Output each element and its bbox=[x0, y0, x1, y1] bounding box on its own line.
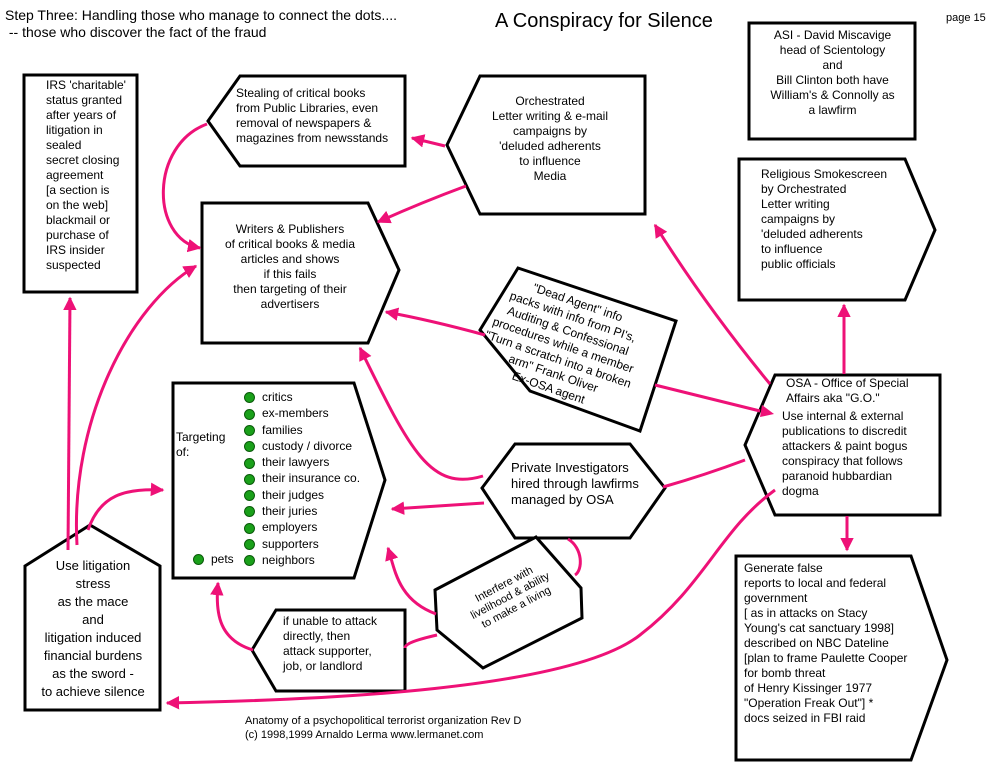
arrow-stealing-to-writers bbox=[161, 122, 208, 253]
bullet-icon bbox=[244, 392, 255, 404]
asi-box-shape bbox=[747, 21, 917, 141]
target-item: their juries bbox=[244, 503, 360, 519]
target-item: families bbox=[244, 422, 360, 438]
target-item: neighbors bbox=[244, 552, 360, 568]
osa-body-text: Use internal & external publications to … bbox=[782, 409, 908, 498]
bullet-icon bbox=[244, 506, 255, 518]
arrow-litigation-to-targeting bbox=[86, 482, 165, 531]
target-item: custody / divorce bbox=[244, 438, 360, 454]
generate-box-text: Generate false reports to local and fede… bbox=[744, 561, 908, 725]
target-item: critics bbox=[244, 389, 360, 405]
arrow-litigation-to-irs bbox=[63, 296, 77, 551]
bullet-icon bbox=[244, 473, 255, 485]
writers-box-shape bbox=[200, 201, 401, 345]
religious-box-text: Religious Smokescreen by Orchestrated Le… bbox=[761, 167, 888, 271]
arrow-litigation-to-writers bbox=[74, 264, 198, 546]
private-inv-box-shape bbox=[480, 442, 667, 540]
page-title: A Conspiracy for Silence bbox=[495, 10, 713, 32]
bullet-icon bbox=[244, 490, 255, 502]
arrow-orchestrated-to-stealing bbox=[410, 134, 446, 148]
stealing-box-text: Stealing of critical books from Public L… bbox=[236, 86, 389, 145]
litigation-box-shape bbox=[23, 523, 162, 712]
page-number: page 15 bbox=[946, 12, 986, 24]
bullet-icon bbox=[193, 554, 204, 566]
bullet-icon bbox=[244, 539, 255, 550]
private-investigators-text: Private Investigators hired through lawf… bbox=[511, 460, 639, 507]
if-unable-box-text: if unable to attack directly, then attac… bbox=[283, 614, 378, 673]
arrow-if-unable-to-targeting bbox=[210, 581, 254, 652]
footer-credit: Anatomy of a psychopolitical terrorist o… bbox=[245, 715, 522, 741]
bullet-icon bbox=[244, 408, 255, 420]
line-dead-agent-to-osa bbox=[654, 383, 761, 413]
arrow-private-inv-to-writers bbox=[358, 346, 484, 481]
orchestrated-media-box-text: Orchestrated Letter writing & e-mail cam… bbox=[491, 94, 609, 183]
interfere-box-shape bbox=[433, 535, 584, 670]
target-item: their lawyers bbox=[244, 454, 360, 470]
step-heading: Step Three: Handling those who manage to… bbox=[5, 7, 397, 40]
bullet-icon bbox=[244, 457, 255, 469]
targeting-label: Targeting of: bbox=[176, 430, 226, 459]
bullet-icon bbox=[244, 522, 255, 534]
targeting-box-shape bbox=[171, 381, 387, 580]
arrow-dead-agent-to-writers bbox=[384, 307, 486, 337]
target-list: critics ex-members families custody / di… bbox=[244, 389, 360, 568]
irs-box-shape bbox=[22, 73, 139, 294]
arrow-orchestrated-to-writers bbox=[376, 184, 467, 224]
target-item: their judges bbox=[244, 487, 360, 503]
dead-agent-box-shape bbox=[478, 266, 678, 433]
religious-box-shape bbox=[737, 157, 937, 302]
target-item: employers bbox=[244, 519, 360, 535]
arrowhead-dead-agent-to-osa bbox=[760, 405, 774, 417]
litigation-box-text: Use litigation stress as the mace and li… bbox=[41, 558, 145, 699]
stealing-box-shape bbox=[206, 74, 407, 168]
osa-title-text: OSA - Office of Special Affairs aka "G.O… bbox=[786, 376, 909, 405]
bullet-icon bbox=[244, 441, 255, 453]
bullet-icon bbox=[244, 555, 255, 567]
line-osa-to-private-inv bbox=[662, 458, 746, 489]
if-unable-box-shape bbox=[250, 608, 407, 693]
line-private-inv-to-interfere bbox=[567, 537, 582, 577]
bullet-icon bbox=[244, 424, 255, 436]
asi-box-text: ASI - David Miscavige head of Scientolog… bbox=[770, 28, 895, 117]
osa-box-shape bbox=[743, 373, 942, 517]
generate-box-shape bbox=[734, 554, 949, 762]
arrow-osa-to-litigation bbox=[165, 488, 776, 710]
target-item: supporters bbox=[244, 536, 360, 552]
line-interfere-to-if-unable bbox=[403, 633, 438, 649]
orchestrated-media-box-shape bbox=[445, 74, 647, 216]
arrow-private-inv-to-targeting bbox=[390, 501, 485, 515]
target-item: their insurance co. bbox=[244, 470, 360, 486]
irs-box-text: IRS 'charitable' status granted after ye… bbox=[46, 78, 126, 272]
arrow-osa-to-orchestrated bbox=[653, 223, 772, 385]
pets-item: pets bbox=[193, 552, 234, 567]
arrow-interfere-to-targeting bbox=[385, 546, 437, 616]
target-item: ex-members bbox=[244, 405, 360, 421]
writers-box-text: Writers & Publishers of critical books &… bbox=[224, 222, 356, 311]
pets-label: pets bbox=[211, 552, 234, 566]
